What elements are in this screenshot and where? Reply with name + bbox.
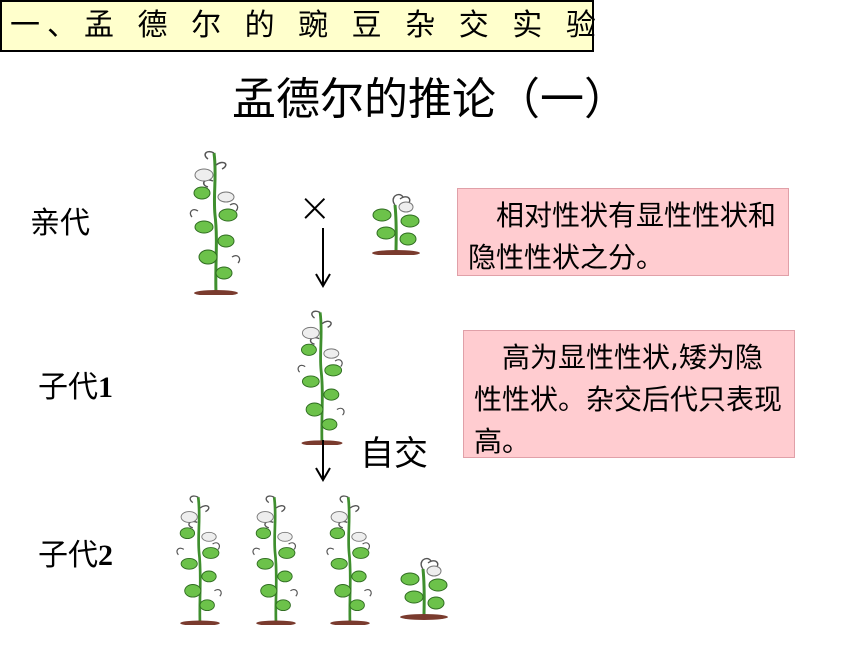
tall-pea-plant-icon	[320, 490, 380, 625]
f2-label-number: 2	[98, 539, 113, 572]
tall-pea-plant-icon	[292, 305, 352, 445]
f2-generation-label: 子代2	[38, 538, 113, 574]
note-dominance: 相对性状有显性性状和隐性性状之分。	[457, 188, 789, 276]
down-arrow-icon	[315, 440, 331, 482]
cross-icon: ×	[298, 185, 332, 231]
tall-pea-plant-icon	[186, 145, 246, 295]
slide-title: 孟德尔的推论（一）	[232, 74, 628, 125]
down-arrow-icon	[315, 228, 331, 288]
f2-label-text: 子代	[38, 538, 98, 573]
f1-label-text: 子代	[38, 370, 98, 405]
note-f1-result: 高为显性性状,矮为隐性性状。杂交后代只表现高。	[463, 330, 795, 458]
section-header: 一、孟 德 尔 的 豌 豆 杂 交 实 验	[0, 0, 596, 52]
short-pea-plant-icon	[394, 548, 454, 620]
f1-generation-label: 子代1	[38, 370, 113, 406]
tall-pea-plant-icon	[170, 490, 230, 625]
parental-generation-label: 亲代	[30, 206, 90, 241]
short-pea-plant-icon	[366, 185, 426, 255]
f1-label-number: 1	[98, 371, 113, 404]
selfing-label: 自交	[360, 434, 428, 474]
tall-pea-plant-icon	[246, 490, 306, 625]
